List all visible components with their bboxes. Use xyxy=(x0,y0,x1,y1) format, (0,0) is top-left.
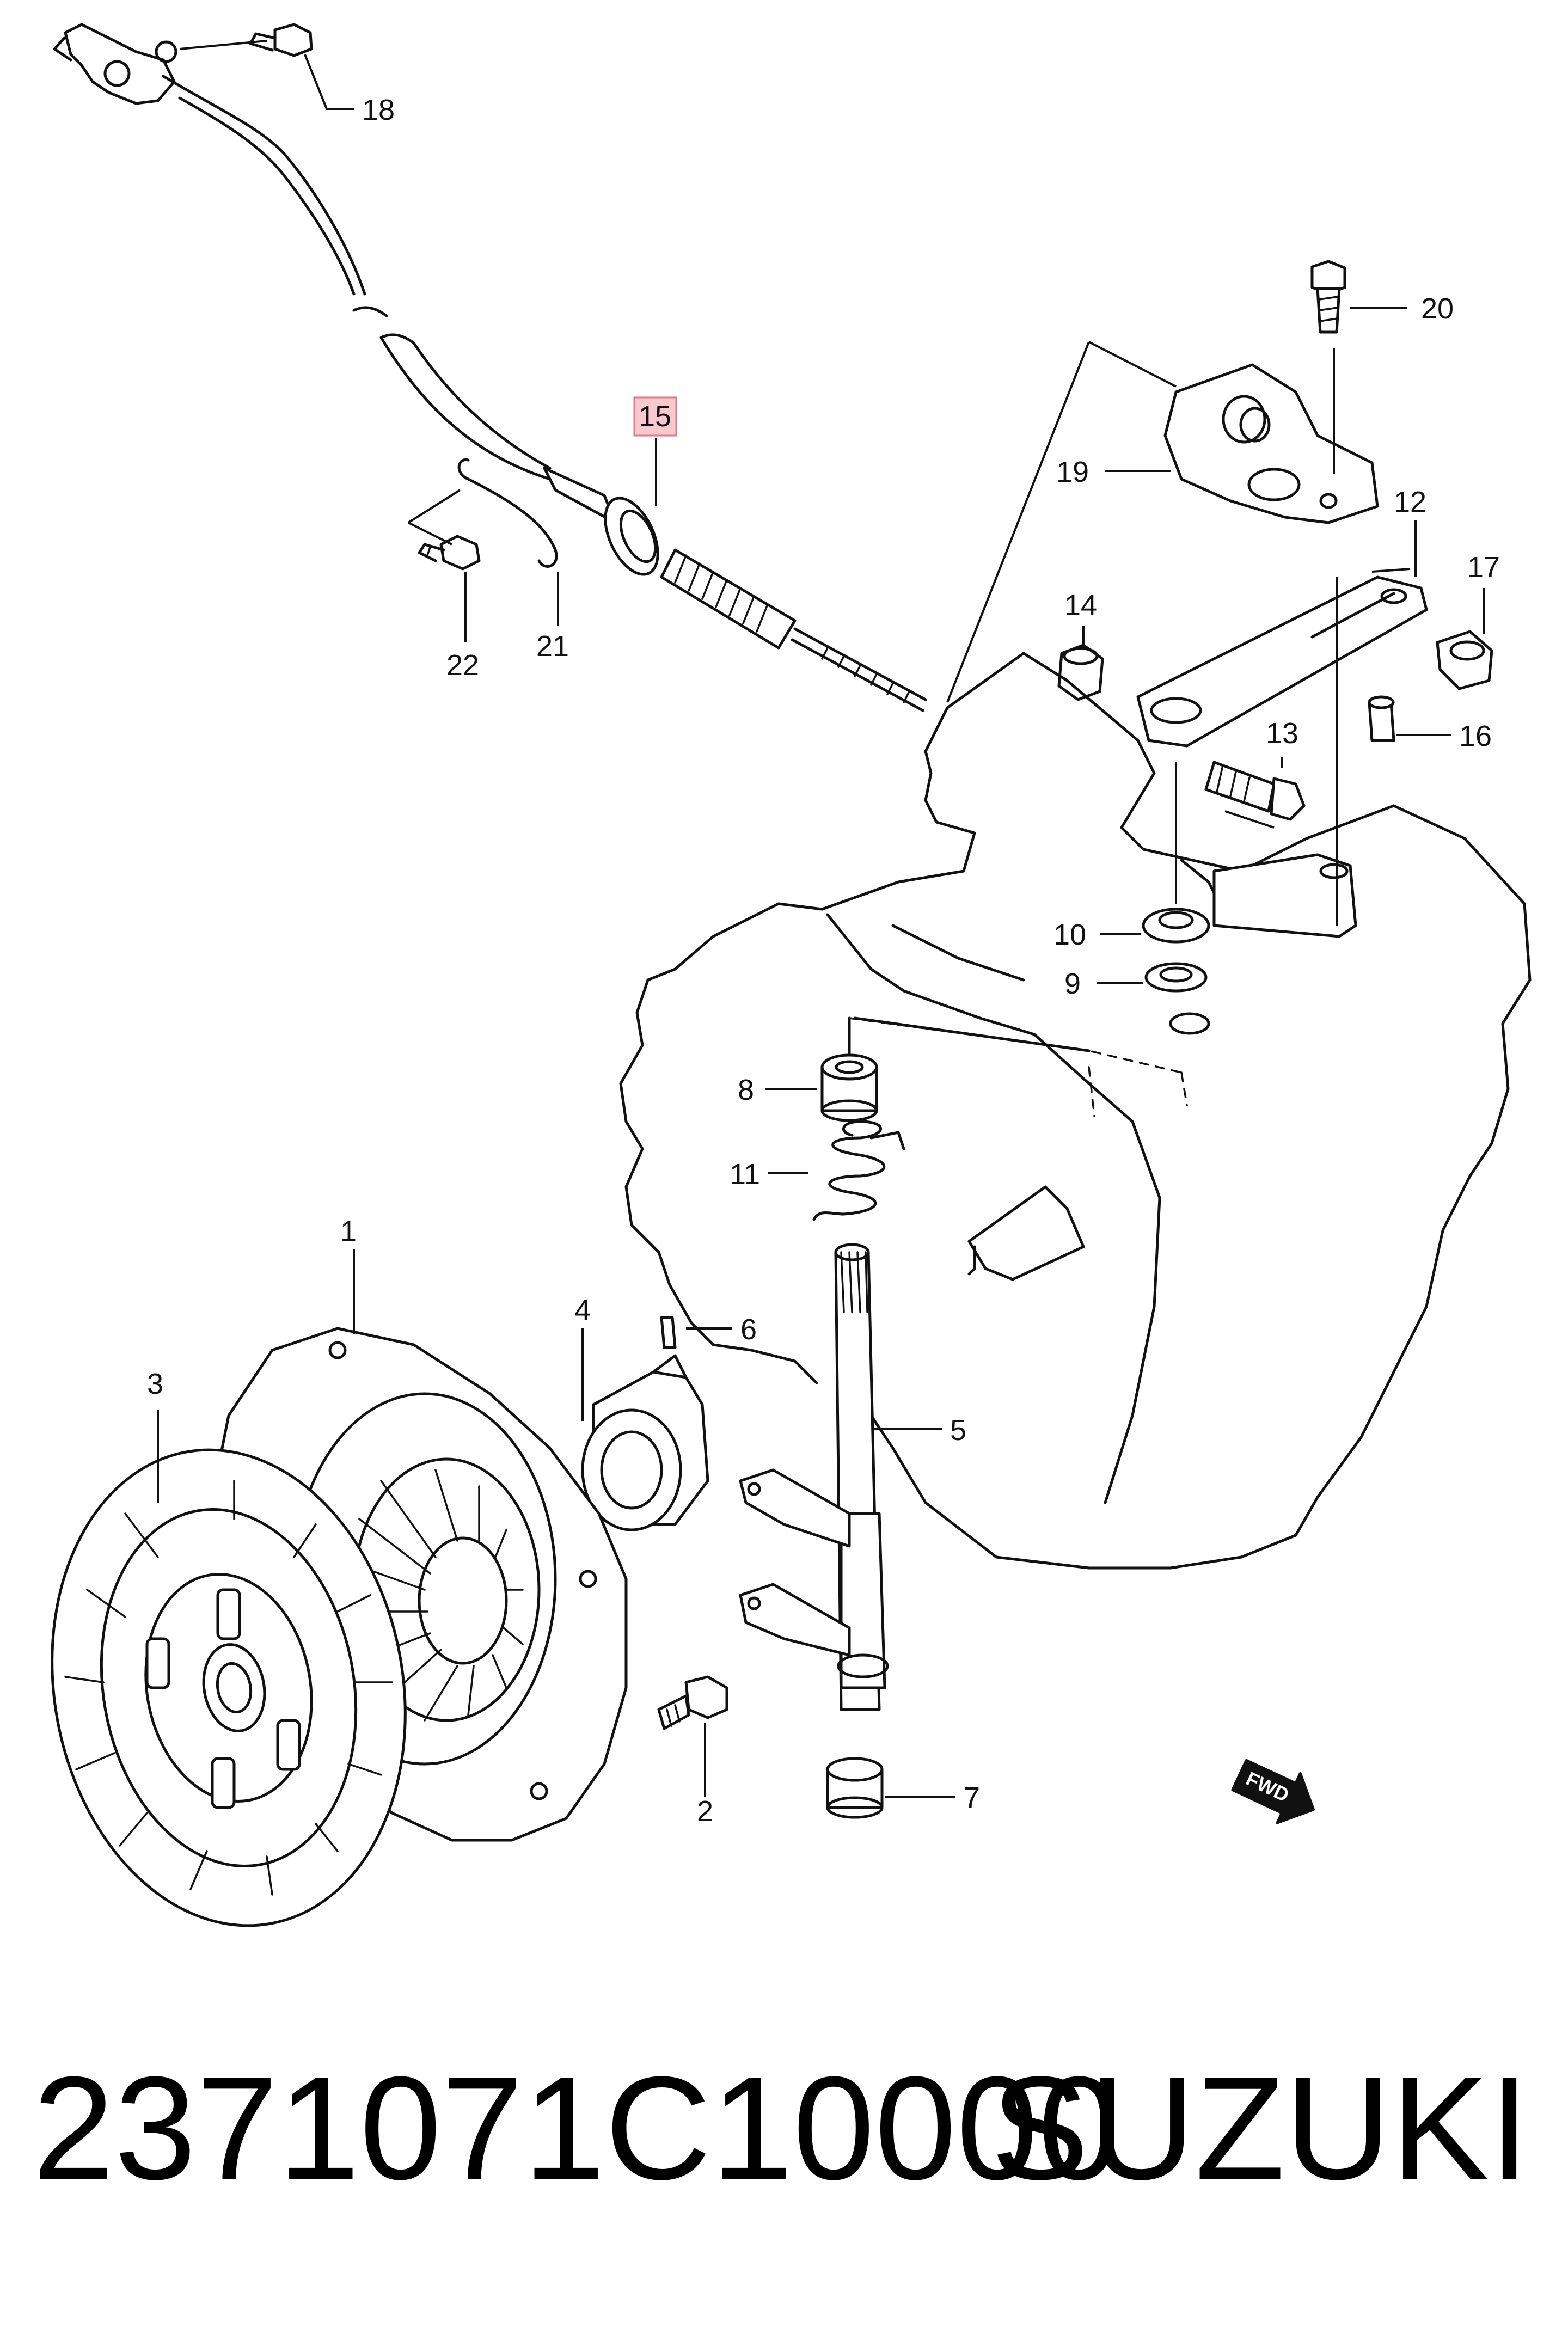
bush-7 xyxy=(826,1757,884,1819)
callout-19: 19 xyxy=(1056,456,1089,488)
callout-15-highlight xyxy=(633,396,677,437)
callout-15: 15 xyxy=(639,400,671,433)
callout-12: 12 xyxy=(1394,486,1426,518)
callout-5: 5 xyxy=(950,1414,966,1447)
seal-10 xyxy=(1142,908,1210,944)
callout-20: 20 xyxy=(1421,292,1454,325)
cable-clip xyxy=(457,458,558,568)
callout-labels: 1 2 3 4 5 6 7 8 9 10 11 12 13 14 15 16 1… xyxy=(147,94,1500,1828)
callout-21: 21 xyxy=(536,630,569,663)
pin-16 xyxy=(1368,695,1395,742)
callout-18: 18 xyxy=(362,94,395,126)
transmission-case xyxy=(619,652,1532,1570)
callout-22: 22 xyxy=(446,649,479,682)
bolt-2 xyxy=(657,1675,728,1730)
clutch-exploded-diagram: FWD 1 2 3 4 5 6 7 8 9 10 11 12 13 14 15 … xyxy=(51,23,1532,1927)
bracket-plate-12 xyxy=(1136,575,1428,748)
callout-17: 17 xyxy=(1467,551,1500,584)
callout-1: 1 xyxy=(340,1215,357,1248)
callout-16: 16 xyxy=(1459,720,1492,752)
bolt-13 xyxy=(1204,761,1306,821)
nut-14 xyxy=(1057,644,1104,701)
callout-9: 9 xyxy=(1064,967,1081,1000)
callout-14: 14 xyxy=(1064,589,1097,622)
callout-2: 2 xyxy=(697,1795,713,1828)
pin-6 xyxy=(660,1316,677,1349)
clutch-cable xyxy=(53,23,927,712)
callout-10: 10 xyxy=(1054,918,1086,951)
return-spring-11 xyxy=(812,1120,905,1221)
callout-8: 8 xyxy=(738,1074,754,1106)
bolt-18 xyxy=(249,23,313,57)
washer-9 xyxy=(1144,962,1208,993)
clutch-disc-3 xyxy=(51,1448,407,1927)
bushing-17 xyxy=(1436,630,1493,690)
callout-3: 3 xyxy=(147,1368,163,1400)
brand-name: SUZUKI xyxy=(990,2047,1530,2210)
bush-8 xyxy=(820,1053,878,1122)
bolt-22 xyxy=(418,535,481,571)
callout-11: 11 xyxy=(730,1158,760,1191)
forward-direction-arrow: FWD xyxy=(1231,1759,1315,1824)
cable-bracket-19 xyxy=(1163,363,1379,524)
callout-13: 13 xyxy=(1266,717,1298,750)
release-bearing-4 xyxy=(581,1354,709,1531)
bolt-20 xyxy=(1310,260,1346,334)
callout-6: 6 xyxy=(740,1313,757,1346)
callout-4: 4 xyxy=(574,1294,591,1327)
callout-7: 7 xyxy=(964,1781,980,1814)
release-shaft-5 xyxy=(739,1243,889,1711)
part-number: 2371071C10000 xyxy=(33,2047,1120,2210)
